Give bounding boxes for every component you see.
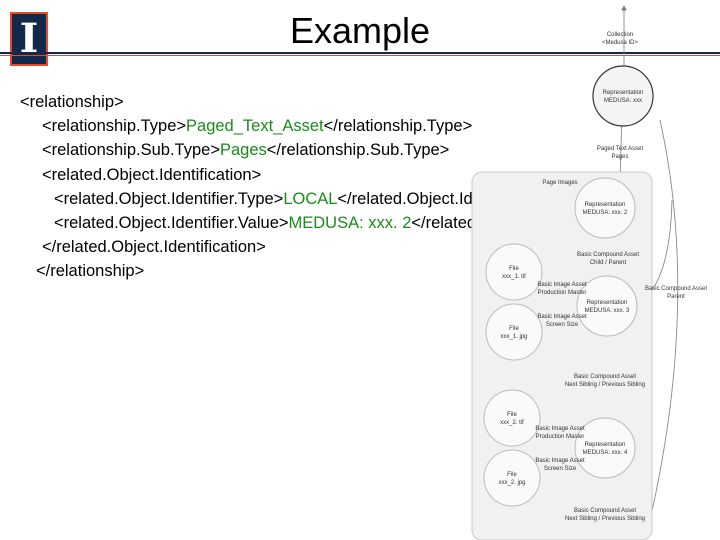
xml-line: <relationship.Type>Paged_Text_Asset</rel… bbox=[20, 114, 490, 138]
rep-3-node bbox=[576, 275, 638, 337]
file-3-node bbox=[483, 389, 541, 447]
xml-value: MEDUSA: xxx. 2 bbox=[288, 214, 412, 233]
rep-4-node bbox=[574, 417, 636, 479]
file-2-node bbox=[485, 303, 543, 361]
university-logo: I bbox=[10, 12, 48, 66]
xml-line: <related.Object.Identifier.Type>LOCAL</r… bbox=[20, 187, 490, 211]
xml-tag-open: <related.Object.Identifier.Value> bbox=[54, 214, 289, 233]
xml-line: <relationship> bbox=[20, 90, 490, 114]
xml-tag-close: </related.Object.Identifier.Value> bbox=[411, 214, 490, 233]
xml-line: </relationship> bbox=[20, 259, 490, 283]
rep-top-node bbox=[592, 65, 654, 127]
slide-title: Example bbox=[289, 10, 431, 51]
xml-tag-open: <relationship.Sub.Type> bbox=[42, 141, 220, 160]
header-rule-navy bbox=[0, 52, 720, 54]
group-label: Page Images bbox=[542, 180, 577, 186]
xml-tag-open: <relationship.Type> bbox=[42, 117, 187, 136]
xml-tag-close: </relationship.Sub.Type> bbox=[266, 141, 450, 160]
file-4-node bbox=[483, 449, 541, 507]
xml-value: Paged_Text_Asset bbox=[186, 117, 324, 136]
xml-line: </related.Object.Identification> bbox=[20, 235, 490, 259]
xml-tag-open: </related.Object.Identification> bbox=[42, 238, 266, 257]
xml-tag-open: <related.Object.Identifier.Type> bbox=[54, 189, 284, 208]
xml-tag-open: <relationship> bbox=[20, 93, 124, 111]
xml-tag-open: </relationship> bbox=[36, 262, 145, 281]
xml-line: <relationship.Sub.Type>Pages</relationsh… bbox=[20, 138, 490, 162]
rep-2-node bbox=[574, 177, 636, 239]
header-band bbox=[0, 0, 720, 56]
logo-glyph: I bbox=[19, 15, 39, 62]
xml-tag-open: <related.Object.Identification> bbox=[42, 165, 262, 184]
xml-example: <relationship> <relationship.Type>Paged_T… bbox=[20, 90, 490, 290]
xml-tag-close: </relationship.Type> bbox=[323, 117, 473, 136]
file-1-node bbox=[485, 243, 543, 301]
collection-label: Collection<Medusa ID> bbox=[602, 32, 639, 46]
xml-tag-close: </related.Object.Identifier.Type> bbox=[337, 189, 490, 208]
xml-value: Pages bbox=[219, 141, 267, 160]
xml-line: <related.Object.Identification> bbox=[20, 163, 490, 187]
xml-value: LOCAL bbox=[283, 189, 338, 208]
header-rule-orange bbox=[0, 55, 720, 56]
xml-line: <related.Object.Identifier.Value>MEDUSA:… bbox=[20, 211, 490, 235]
